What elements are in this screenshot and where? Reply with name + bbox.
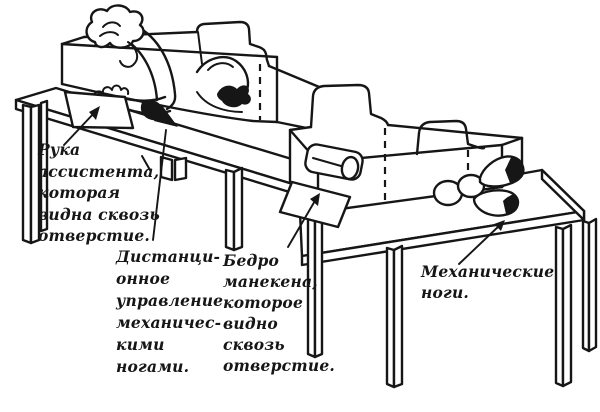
right-table-right-edge (540, 168, 586, 222)
mechanical-feet (432, 155, 525, 217)
assistant-torso-outer (134, 24, 177, 111)
remote-label-arrowhead (154, 104, 178, 127)
right-box-back-edge (386, 123, 524, 140)
left-table-leg-back-left (39, 99, 49, 233)
label-dummy-thigh: Бедро манекена, которое видно сквозь отв… (223, 251, 335, 375)
hand-label-arrowhead (89, 106, 100, 120)
label-mechanical-legs: Механические ноги. (421, 262, 555, 302)
dummy-thigh-end (340, 155, 360, 181)
assistant-hand-fingers (93, 84, 130, 100)
left-table-leg-front-left-side (29, 103, 41, 245)
under-table-block-2 (173, 156, 188, 182)
assistant-gripping-hand (217, 85, 251, 108)
left-flap (63, 90, 135, 146)
left-box-end-wall-top (60, 35, 86, 46)
assistant-hair-curl (119, 41, 139, 68)
assistant-hips-inner-curve (207, 62, 234, 71)
right-table-leg-front-right-side (561, 223, 573, 388)
table-edge-tick (141, 155, 151, 171)
assistant-head (85, 4, 145, 49)
mechanical-shoe-upper-sole (505, 156, 524, 183)
left-flap-panel (63, 90, 135, 130)
right-table-leg-front-left-side (392, 244, 404, 389)
right-box-back-cutout-silhouette (309, 83, 390, 129)
assistant-hair-line-2 (99, 31, 119, 37)
thigh-opening (278, 143, 364, 248)
right-table-leg-back-right-side (587, 217, 598, 353)
right-box-right-end-top (500, 136, 524, 147)
label-assistant-hand: Рука ассистента, которая видна сквозь от… (38, 140, 160, 245)
right-box-front-cutout-silhouette (415, 119, 486, 156)
dummy-thigh-contour (312, 157, 342, 167)
left-table-leg-right-side (232, 166, 244, 252)
label-remote-control: Дистанци- онное управление механичес- ки… (116, 247, 224, 376)
mechanical-shoe-lower-sole (503, 194, 519, 214)
assistant-upper-body (85, 4, 177, 115)
remote-label-leader-line (152, 129, 167, 241)
remote-control-pointer (140, 99, 178, 241)
legs-label-arrowhead (494, 220, 505, 231)
hand-label-leader-line (63, 111, 96, 146)
thigh-label-arrowhead (310, 193, 320, 206)
left-box-cutout-seam (197, 31, 203, 65)
assistant-hair-line-1 (102, 21, 121, 28)
left-box-cutout-silhouette (195, 20, 271, 68)
left-box-fill (62, 22, 336, 134)
legs-label-leader-line (458, 224, 501, 265)
assistant-body-lower-curve (196, 91, 243, 113)
thigh-label-leader-line (287, 198, 317, 248)
assistant-hips-curve (195, 56, 250, 92)
right-flap-panel (278, 180, 352, 229)
right-table (298, 168, 598, 389)
legs-pointer (458, 220, 505, 265)
left-box-front-bottom-edge (60, 82, 279, 124)
right-box-back-top-edge (288, 125, 313, 132)
